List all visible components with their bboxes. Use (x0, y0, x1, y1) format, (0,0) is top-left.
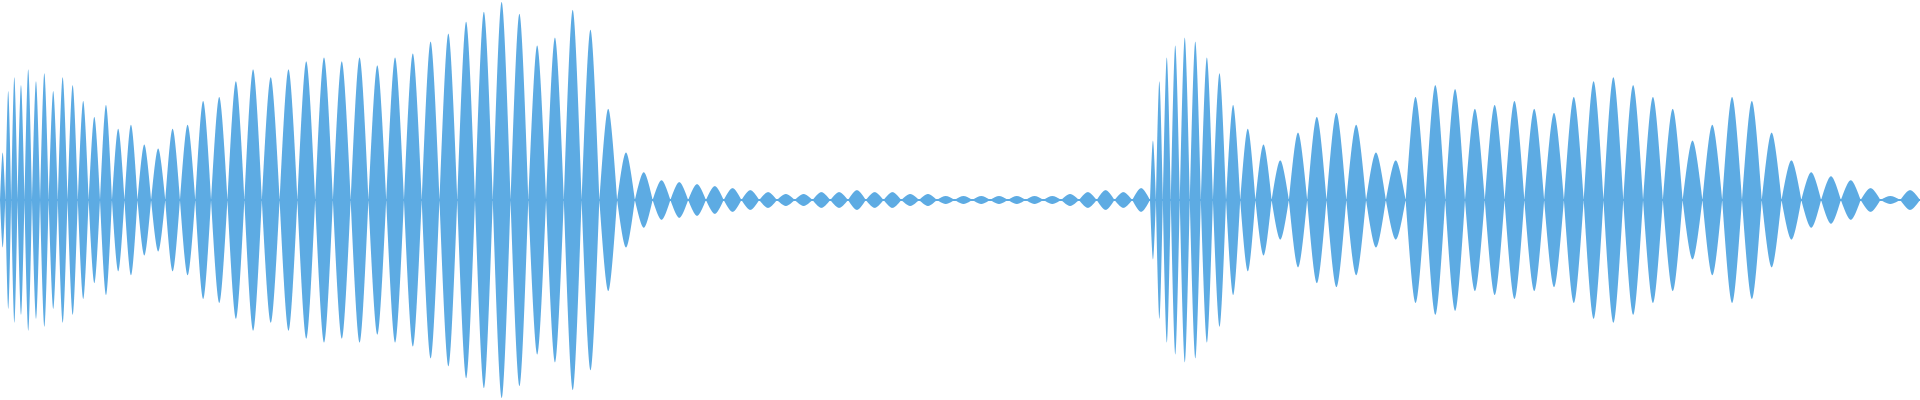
waveform-baseline (0, 199, 1920, 201)
